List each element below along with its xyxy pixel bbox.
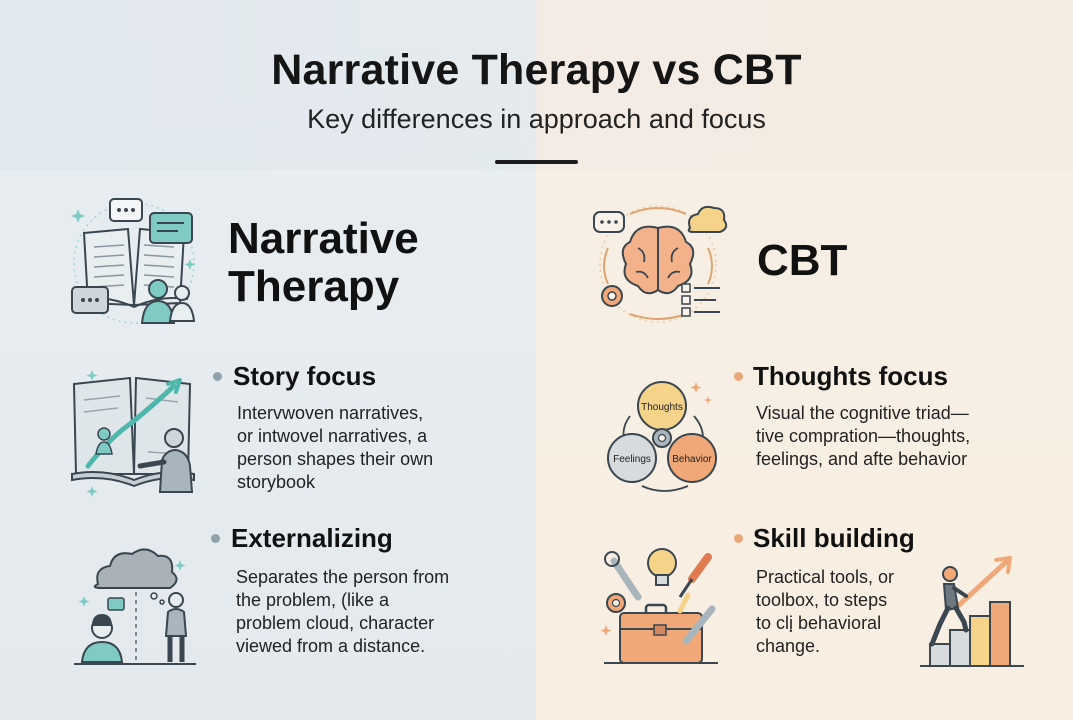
climbing-steps-icon [918,552,1028,670]
brain-cycle-icon [590,198,730,328]
thoughts-focus-bullet [734,372,743,381]
cbt-heading: CBT [757,236,848,285]
cognitive-triad-icon: Thoughts Feelings Behavior [604,376,724,496]
externalizing-line-1: Separates the person from [236,567,450,587]
thoughts-focus-line-2: tive compration—thoughts, [756,426,971,446]
skill-building-bullet [734,534,743,543]
story-focus-line-3: person shapes their own [237,449,434,469]
skill-building-title: Skill building [753,523,915,553]
problem-cloud-person-icon [70,540,200,670]
thoughts-focus-line-1: Visual the cognitive triad— [756,403,969,423]
narrative-heading-line1: Narrative [228,214,419,263]
skill-building-line-1: Practical tools, or [756,567,895,587]
thoughts-focus-line-3: feelings, and afte behavior [756,449,968,469]
page-title: Narrative Therapy vs CBT [271,46,802,94]
triad-label-behavior: Behavior [672,454,712,465]
page-subtitle: Key differences in approach and focus [307,104,766,134]
triad-label-thoughts: Thoughts [641,402,683,413]
story-focus-line-4: storybook [237,472,316,492]
externalizing-line-2: the problem, (like a [236,590,390,610]
externalizing-bullet [211,534,220,543]
header-band [0,0,1073,170]
thoughts-focus-title: Thoughts focus [753,361,948,391]
storybook-presenter-icon [70,362,200,502]
externalizing-line-3: problem cloud, character [236,613,435,633]
skill-building-line-4: change. [756,636,821,656]
title-divider [495,160,578,164]
triad-label-feelings: Feelings [613,454,651,465]
skill-building-line-3: to cliฺ behavioral [756,613,882,633]
narrative-heading-line2: Therapy [228,262,400,311]
toolbox-icon [600,543,725,668]
open-book-speech-bubbles-icon [68,195,200,330]
story-focus-line-2: or intwovel narratives, a [237,426,428,446]
story-focus-bullet [213,372,222,381]
story-focus-title: Story focus [233,361,377,391]
skill-building-line-2: toolbox, to steps [756,590,888,610]
externalizing-line-4: viewed from a distance. [236,636,426,656]
externalizing-title: Externalizing [231,523,393,553]
story-focus-line-1: Intervwoven narratives, [237,403,424,423]
